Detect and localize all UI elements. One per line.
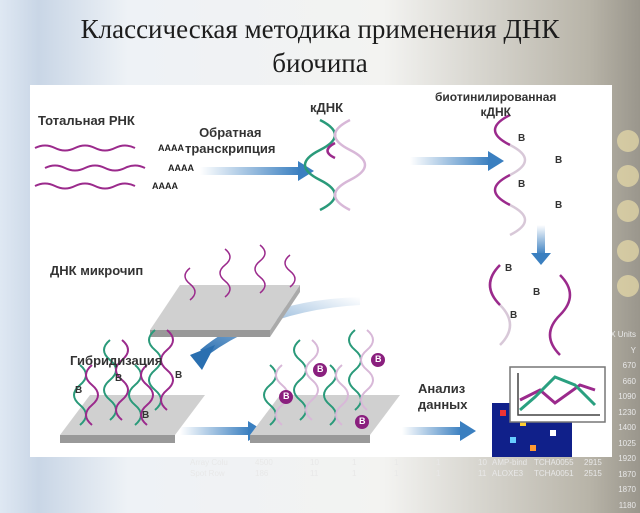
- biotin-label: B: [510, 310, 518, 321]
- biotin-label: B: [533, 287, 541, 298]
- single-strands: [488, 264, 572, 356]
- biotinylated-cdna: [493, 113, 527, 237]
- dna-microchip: [150, 244, 300, 337]
- rna-strands: [34, 144, 146, 190]
- decor-circle: [617, 240, 639, 262]
- biotin-label: B: [115, 373, 123, 384]
- decor-circle: [617, 200, 639, 222]
- label-poly-a: AAAA: [168, 163, 194, 173]
- label-cdna: кДНК: [310, 100, 344, 115]
- diagram-graphics: [34, 113, 606, 457]
- slide-title: Классическая методика применения ДНК био…: [0, 12, 640, 80]
- cdna-helix: [303, 118, 367, 212]
- label-poly-a: AAAA: [152, 181, 178, 191]
- biotin-label: B: [375, 354, 382, 364]
- hybridization-chip: [60, 329, 205, 443]
- biotin-label: B: [555, 200, 563, 211]
- label-poly-a: AAAA: [158, 143, 184, 153]
- label-total-rna: Тотальная РНК: [38, 113, 135, 128]
- arrow-analysis: [402, 427, 462, 435]
- title-line-1: Классическая методика применения ДНК: [80, 14, 560, 44]
- arrow-reverse-transcription: [200, 167, 300, 175]
- biotin-label: B: [142, 410, 150, 421]
- biotin-label: B: [555, 155, 563, 166]
- biotin-label: B: [359, 416, 366, 426]
- washed-chip: [250, 329, 400, 443]
- biotin-label: B: [505, 263, 513, 274]
- title-line-2: биочипа: [272, 48, 368, 78]
- arrow-biotinylation: [410, 157, 490, 165]
- arrow-down: [537, 225, 545, 255]
- decor-circle: [617, 165, 639, 187]
- biotin-label: B: [283, 391, 290, 401]
- decor-circle: [617, 130, 639, 152]
- biotin-label: B: [518, 133, 526, 144]
- arrow-to-hybridization: [200, 297, 360, 355]
- biotin-label: B: [518, 179, 526, 190]
- arrow-wash: [180, 427, 250, 435]
- label-dna-microchip: ДНК микрочип: [50, 263, 144, 278]
- biotin-label: B: [75, 385, 83, 396]
- decor-circle: [617, 275, 639, 297]
- label-hybridization: Гибридизация: [70, 353, 163, 368]
- biotin-label: B: [317, 364, 324, 374]
- microarray-scan-image: [492, 366, 606, 457]
- biotin-label: B: [175, 370, 183, 381]
